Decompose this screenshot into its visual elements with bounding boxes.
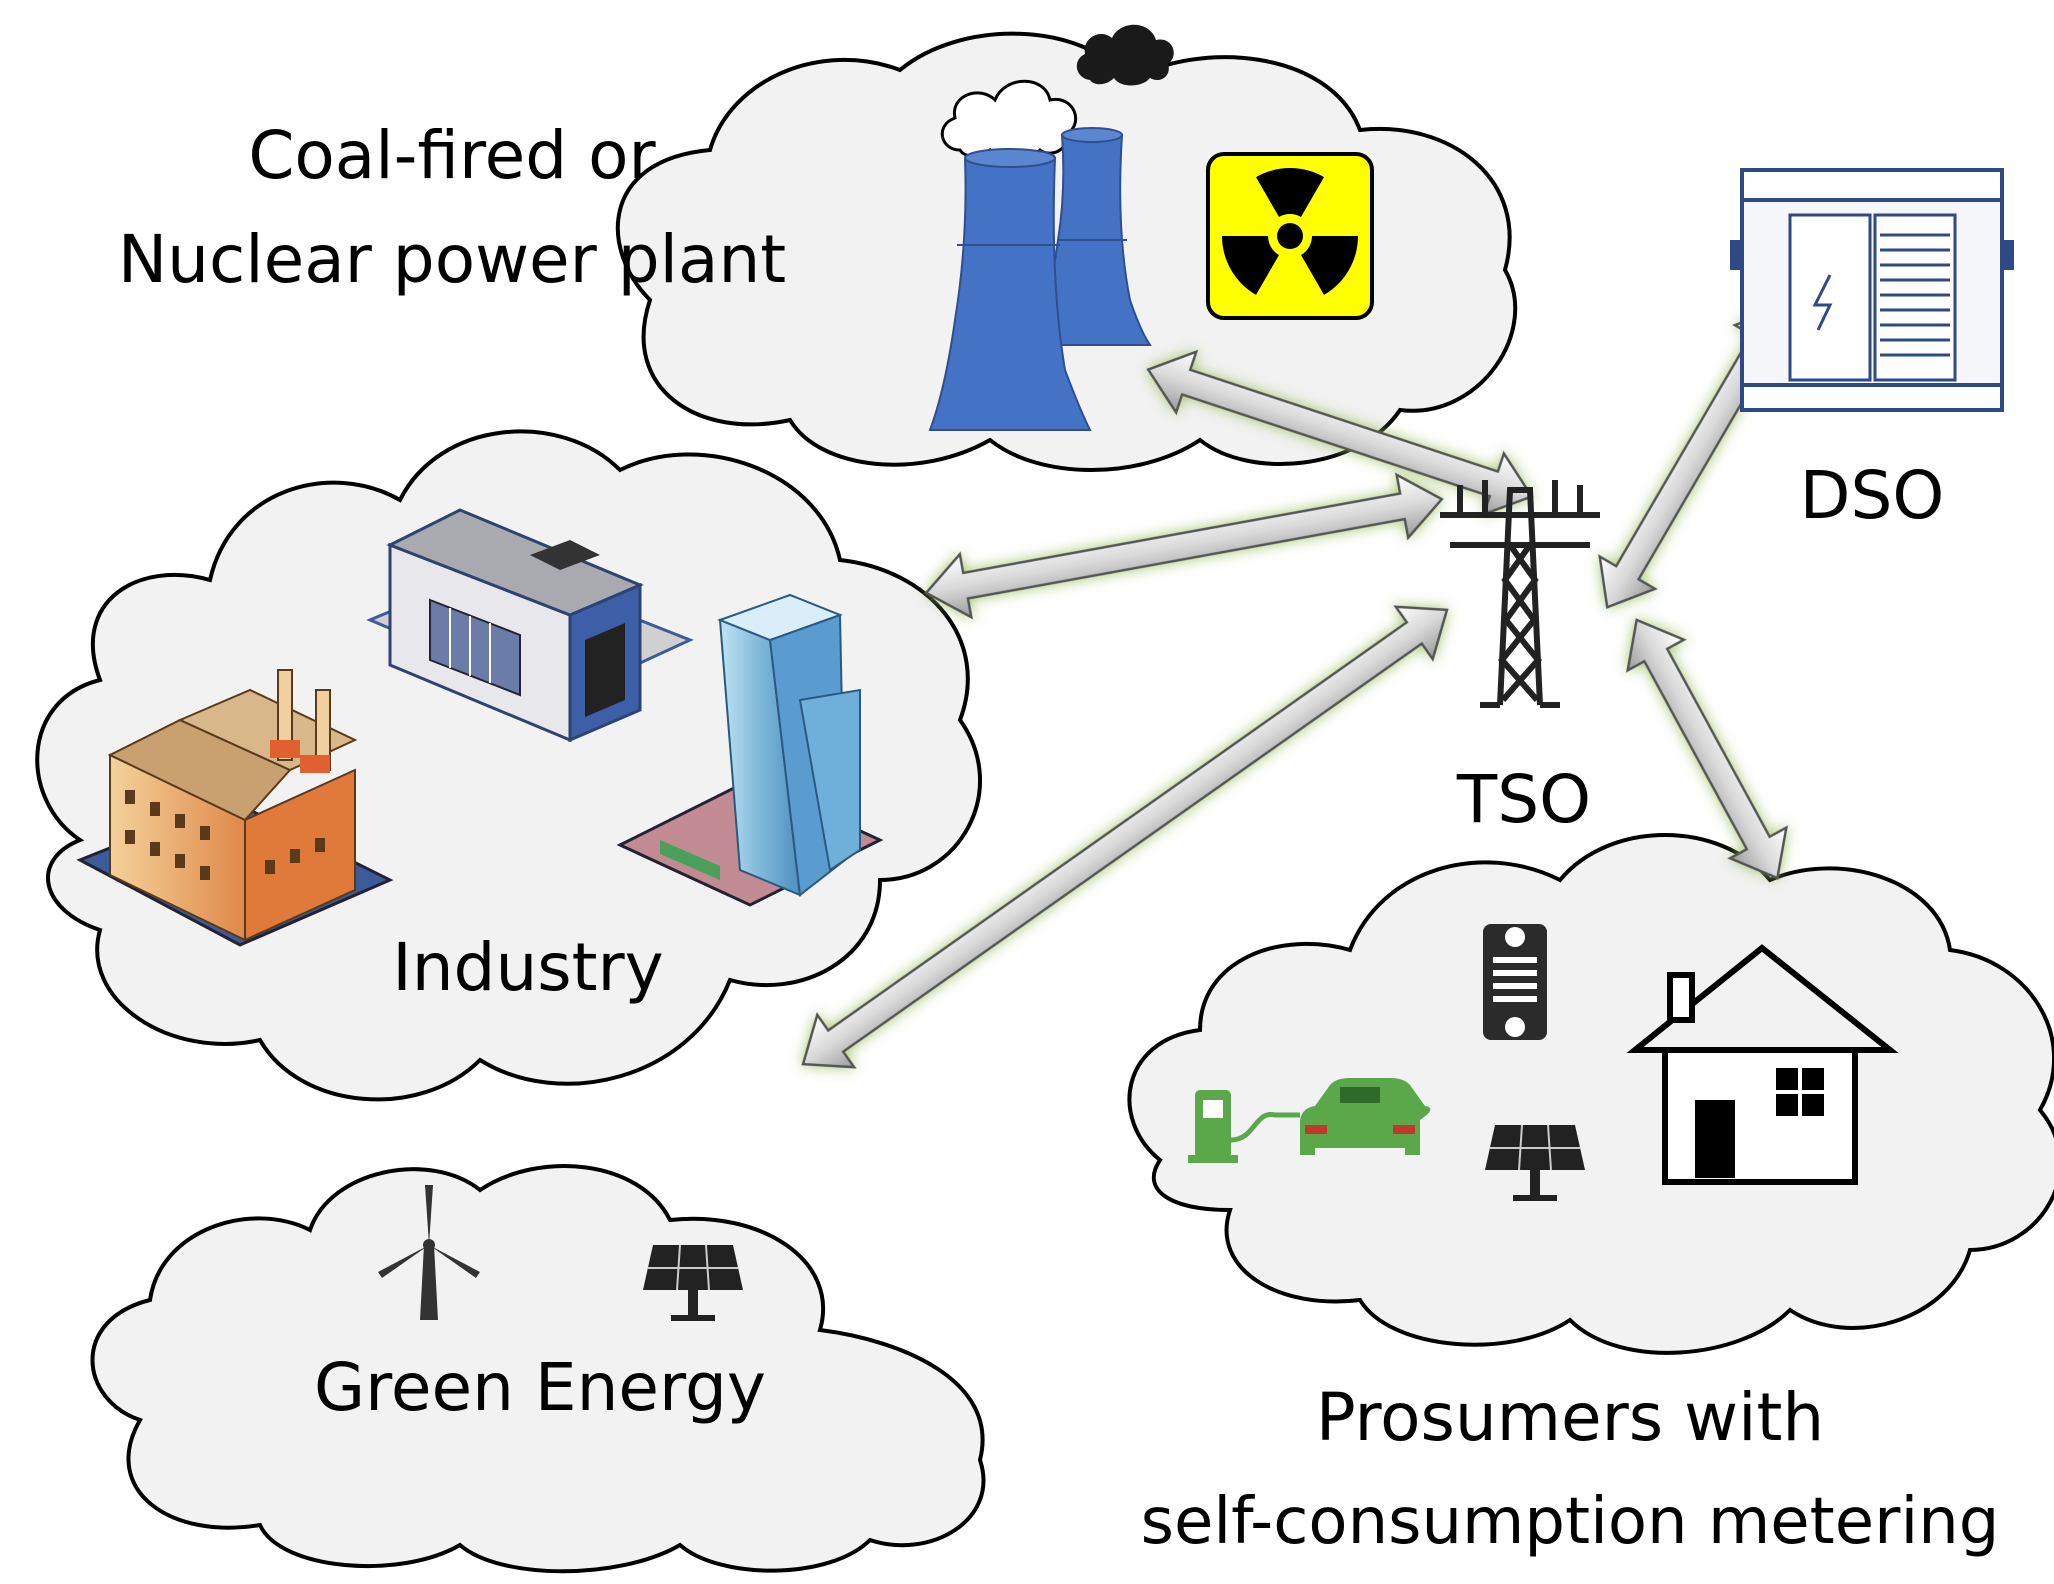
transmission-tower-icon — [1440, 480, 1600, 708]
label-plant-line1: Coal-fired or — [248, 117, 656, 194]
arrow-industry-tso — [924, 472, 1444, 620]
label-plant-line2: Nuclear power plant — [118, 221, 786, 298]
radiation-icon — [1206, 152, 1374, 320]
arrow-green-tso — [801, 605, 1449, 1069]
solar-panel-icon — [1485, 1124, 1585, 1201]
battery-icon — [1483, 924, 1547, 1040]
ev-charger-icon — [1188, 1090, 1300, 1163]
label-prosumers-line2: self-consumption metering — [1141, 1485, 2000, 1559]
cloud-green-energy — [90, 1164, 986, 1574]
label-dso: DSO — [1800, 457, 1945, 534]
cloud-prosumers — [1127, 833, 2054, 1355]
skyscraper-icon — [616, 593, 884, 907]
cooling-tower-icon — [1033, 127, 1152, 346]
dark-smoke-icon — [1076, 24, 1174, 86]
label-green-energy: Green Energy — [314, 1349, 766, 1426]
label-tso: TSO — [1456, 761, 1591, 838]
warehouse-building-icon — [366, 508, 694, 743]
electric-car-icon — [1300, 1078, 1431, 1155]
solar-panel-icon — [643, 1244, 743, 1321]
factory-icon — [76, 669, 394, 947]
dso-substation-icon — [1730, 168, 2014, 412]
cooling-tower-icon — [928, 148, 1092, 431]
label-prosumers-line1: Prosumers with — [1316, 1379, 1824, 1456]
wind-turbine-icon — [378, 1185, 480, 1320]
label-industry: Industry — [392, 929, 663, 1006]
arrow-tso-prosumers — [1625, 618, 1789, 880]
house-icon — [1626, 944, 1899, 1185]
